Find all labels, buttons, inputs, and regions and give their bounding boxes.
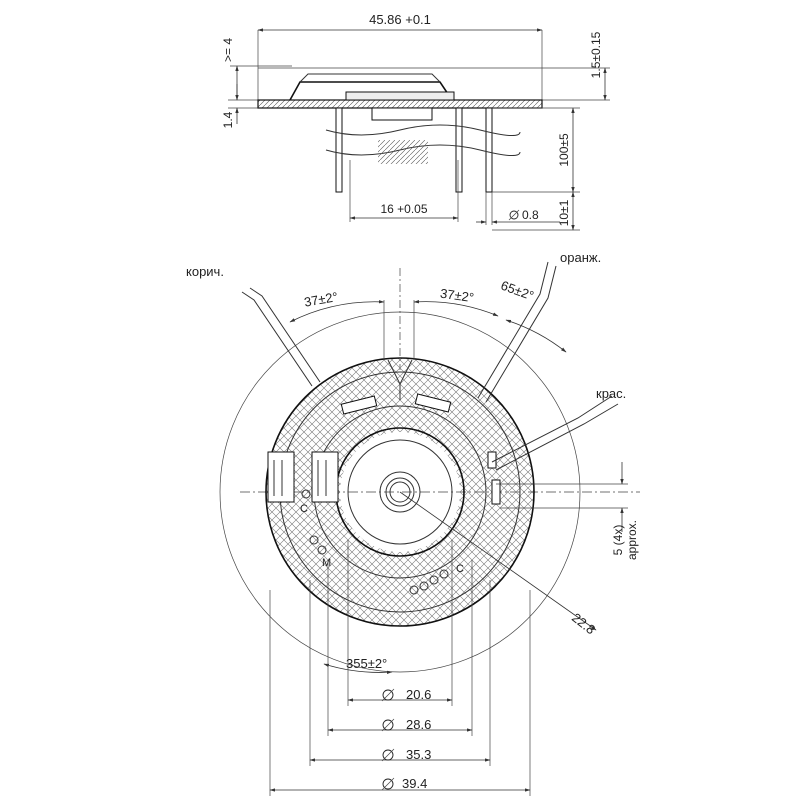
angle-left-label: 37±2° bbox=[303, 289, 339, 310]
diameter-icon bbox=[382, 719, 394, 731]
diameter-icon bbox=[382, 778, 394, 790]
side-view: 45.86 +0.1 >= 4 1.4 1.5±0.15 bbox=[221, 12, 610, 231]
wire-length-label: 100±5 bbox=[557, 133, 571, 167]
width-dimension-label: 45.86 +0.1 bbox=[369, 12, 431, 27]
top-clearance-label: >= 4 bbox=[221, 38, 235, 62]
wire-red-label: крас. bbox=[596, 386, 626, 401]
wire-orange-label: оранж. bbox=[560, 250, 601, 265]
diameter-dimensions: 20.6 28.6 35.3 39.4 bbox=[269, 540, 531, 796]
diameter-icon bbox=[382, 749, 394, 761]
thickness-label: 1.4 bbox=[221, 111, 235, 128]
angle-mid-label: 37±2° bbox=[439, 286, 475, 306]
angle-right-label: 65±2° bbox=[499, 278, 536, 304]
wire-brown-label: корич. bbox=[186, 264, 224, 279]
height-label: 1.5±0.15 bbox=[589, 31, 603, 78]
diameter-icon bbox=[382, 689, 394, 701]
top-view: C M C корич. оранж. крас. 37±2° 37±2° 65… bbox=[186, 250, 640, 796]
angle-bottom-label: 355±2° bbox=[346, 656, 387, 671]
diameter-icon bbox=[509, 210, 519, 220]
pin-spacing-label: 16 +0.05 bbox=[380, 202, 427, 216]
mark-m: M bbox=[322, 557, 331, 569]
mark-c-bottom: C bbox=[456, 563, 464, 575]
mark-c-left: C bbox=[300, 503, 308, 515]
pin-diameter-label: 0.8 bbox=[522, 208, 539, 222]
strip-length-label: 10±1 bbox=[557, 199, 571, 226]
diameter-20-6-label: 20.6 bbox=[406, 687, 431, 702]
diameter-39-4-label: 39.4 bbox=[402, 776, 427, 791]
dim-5-label: 5 (4x) bbox=[611, 525, 625, 556]
diameter-28-6-label: 28.6 bbox=[406, 717, 431, 732]
dim-5-sub-label: approx. bbox=[625, 520, 639, 560]
diameter-35-3-label: 35.3 bbox=[406, 747, 431, 762]
